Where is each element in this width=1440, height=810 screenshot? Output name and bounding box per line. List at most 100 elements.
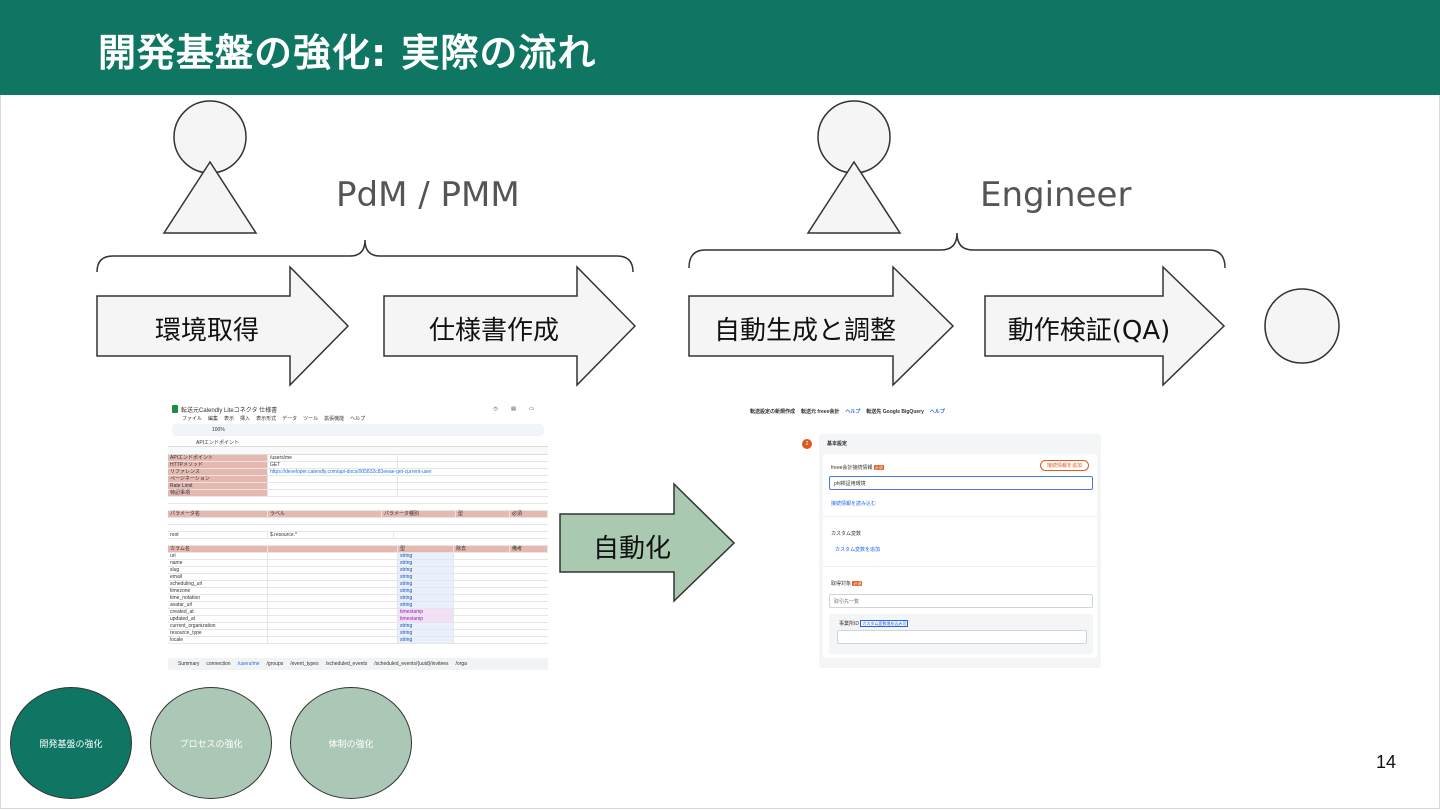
cell[interactable]: ページネーション <box>168 476 268 482</box>
cell[interactable]: /users/me <box>268 455 398 461</box>
cell[interactable]: 備考 <box>510 546 548 552</box>
cell[interactable]: string <box>398 595 454 601</box>
sheet-tab[interactable]: /orga <box>455 661 467 667</box>
menu-item[interactable]: 表示形式 <box>256 415 277 422</box>
cell[interactable]: GET <box>268 462 398 468</box>
cell[interactable]: string <box>398 623 454 629</box>
cell[interactable]: string <box>398 602 454 608</box>
cell[interactable]: slug <box>168 567 268 573</box>
nav-circle-process[interactable]: プロセスの強化 <box>150 687 272 799</box>
sheet-tab[interactable]: /users/me <box>237 661 260 667</box>
cell[interactable]: パラメータ名 <box>168 511 268 517</box>
cell[interactable]: string <box>398 560 454 566</box>
cell[interactable]: scheduling_url <box>168 581 268 587</box>
menu-item[interactable]: 表示 <box>224 415 235 422</box>
cell[interactable]: current_organization <box>168 623 268 629</box>
cell[interactable]: string <box>398 581 454 587</box>
cell[interactable]: 必須 <box>510 511 548 517</box>
cell[interactable]: updated_at <box>168 616 268 622</box>
cell[interactable]: root <box>168 532 268 538</box>
add-auth-button[interactable]: 接続情報を追加 <box>1039 460 1089 471</box>
cell[interactable] <box>268 490 398 496</box>
cell[interactable]: timezone <box>168 588 268 594</box>
cell[interactable] <box>268 546 398 552</box>
menu-item[interactable]: 編集 <box>208 415 219 422</box>
load-auth-link[interactable]: 接続情報を読み込む <box>831 501 877 507</box>
cell[interactable]: パラメータ種別 <box>382 511 456 517</box>
nav-circle-dev-foundation[interactable]: 開発基盤の強化 <box>10 687 132 799</box>
cell[interactable]: timestamp <box>398 616 454 622</box>
menu-item[interactable]: データ <box>282 415 298 422</box>
menu-item[interactable]: ツール <box>303 415 319 422</box>
menu-item[interactable]: 挿入 <box>240 415 251 422</box>
cell[interactable]: $.resource.* <box>268 532 394 538</box>
help-link[interactable]: ヘルプ <box>845 408 861 415</box>
cell[interactable]: uri <box>168 553 268 559</box>
cell[interactable]: locale <box>168 637 268 643</box>
step-arrow <box>96 265 350 387</box>
cell[interactable]: 型 <box>398 546 454 552</box>
sheet-tab[interactable]: /groups <box>266 661 284 667</box>
cell[interactable]: APIエンドポイント <box>168 455 268 461</box>
role-label-engineer: Engineer <box>980 175 1132 215</box>
cell[interactable] <box>268 483 398 489</box>
slide-title: 開発基盤の強化: 実際の流れ <box>98 31 597 75</box>
person-icon <box>162 100 258 234</box>
add-custom-var-link[interactable]: カスタム変数を追加 <box>835 547 881 553</box>
cell[interactable]: string <box>398 567 454 573</box>
cell[interactable]: created_at <box>168 609 268 615</box>
nav-circle-organization[interactable]: 体制の強化 <box>290 687 412 799</box>
cell[interactable]: string <box>398 630 454 636</box>
brace-left <box>96 239 634 273</box>
cell[interactable]: avatar_url <box>168 602 268 608</box>
step-label: 仕様書作成 <box>428 316 559 346</box>
custom-vars-label: カスタム変数 <box>831 531 862 537</box>
sheet-tab[interactable]: /scheduled_events <box>325 661 368 667</box>
required-badge: 必須 <box>873 465 884 470</box>
automation-arrow <box>559 482 736 603</box>
section-number-badge: 2 <box>802 439 812 449</box>
target-select[interactable]: 取引先一覧 <box>829 594 1093 608</box>
formula-content[interactable]: APIエンドポイント <box>196 439 240 446</box>
sheet-tab[interactable]: connection <box>206 661 231 667</box>
cell[interactable]: 特記事項 <box>168 490 268 496</box>
sheet-tab[interactable]: /scheduled_events/{uuid}/invitees <box>374 661 449 667</box>
cell[interactable]: timestamp <box>398 609 454 615</box>
cell[interactable]: ラベル <box>268 511 382 517</box>
header-bar <box>0 0 1440 95</box>
cell[interactable]: https://developer.calendly.com/api-docs/… <box>270 469 432 475</box>
menu-item[interactable]: ヘルプ <box>350 415 366 422</box>
menu-item[interactable]: ファイル <box>182 415 203 422</box>
cell[interactable]: string <box>398 637 454 643</box>
step-arrow <box>984 265 1226 387</box>
cell[interactable]: string <box>398 553 454 559</box>
company-id-label: 事業所ID <box>839 621 860 627</box>
cell[interactable]: resource_type <box>168 630 268 636</box>
help-link[interactable]: ヘルプ <box>929 408 945 415</box>
cell[interactable]: name <box>168 560 268 566</box>
cell[interactable]: time_notation <box>168 595 268 601</box>
cell[interactable]: 型 <box>456 511 510 517</box>
transfer-setup-screenshot: 転送設定の新規作成 転送元 freee会計 ヘルプ 転送先 Google Big… <box>746 404 1148 682</box>
role-label-pdm: PdM / PMM <box>336 175 520 215</box>
cell[interactable]: email <box>168 574 268 580</box>
cell[interactable]: string <box>398 574 454 580</box>
cell[interactable]: Rate Limit <box>168 483 268 489</box>
automation-label: 自動化 <box>592 534 671 564</box>
sheet-menu: ファイル 編集 表示 挿入 表示形式 データ ツール 拡張機能 ヘルプ <box>168 414 548 422</box>
cell[interactable]: リファレンス <box>168 469 268 475</box>
company-id-input[interactable] <box>837 630 1087 644</box>
cell[interactable]: 除去 <box>454 546 510 552</box>
sheet-tab[interactable]: /event_types <box>290 661 319 667</box>
auth-select[interactable]: phl検証用環境 <box>829 476 1093 490</box>
cell[interactable] <box>268 476 398 482</box>
cell[interactable]: string <box>398 588 454 594</box>
menu-item[interactable]: 拡張機能 <box>324 415 345 422</box>
cell[interactable]: カラム名 <box>168 546 268 552</box>
cell[interactable]: HTTPメソッド <box>168 462 268 468</box>
step-label: 自動生成と調整 <box>713 316 896 346</box>
sheet-toolbar: 100% <box>172 424 544 436</box>
sheet-tab[interactable]: Summary <box>178 661 200 667</box>
zoom-level[interactable]: 100% <box>212 427 225 433</box>
